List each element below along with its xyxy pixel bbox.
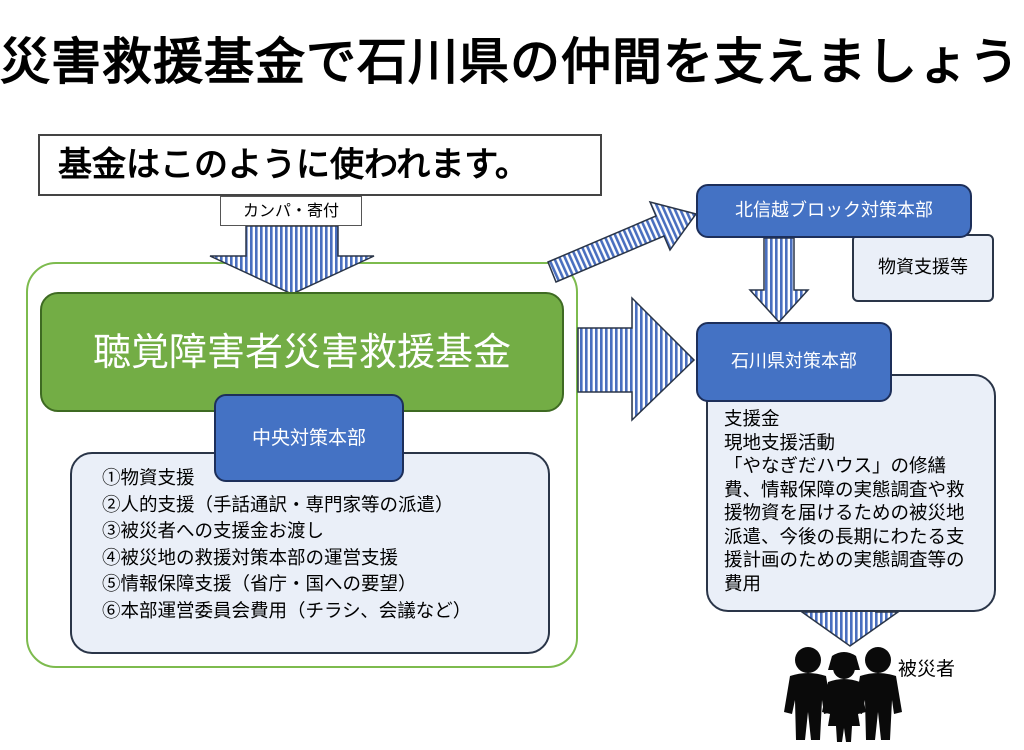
- list-item: 現地支援活動: [724, 432, 836, 454]
- fund-to-block-arrow: [547, 200, 698, 283]
- donation-label: カンパ・寄付: [220, 196, 362, 226]
- block-to-ishikawa-arrow: [748, 237, 810, 324]
- list-item: ④被災地の救援対策本部の運営支援: [102, 547, 399, 569]
- ishikawa-hq-uses-box: [706, 374, 996, 612]
- list-item: ⑥本部運営委員会費用（チラシ、会議など）: [102, 600, 472, 622]
- donation-arrow: [209, 225, 375, 295]
- page-title: 災害救援基金で石川県の仲間を支えましょう！: [0, 33, 1024, 91]
- victims-label: 被災者: [898, 658, 956, 680]
- list-item: ①物資支援: [102, 468, 195, 489]
- list-item: ⑤情報保障支援（省庁・国への要望）: [102, 574, 417, 595]
- central-hq-uses-list: ①物資支援 ②人的支援（手話通訳・専門家等の派遣） ③被災者への支援金お渡し ④…: [102, 466, 471, 625]
- list-item: ②人的支援（手話通訳・専門家等の派遣）: [102, 494, 454, 516]
- ishikawa-hq-box: 石川県対策本部: [696, 322, 892, 402]
- list-item: ③被災者への支援金お渡し: [102, 521, 325, 542]
- central-hq-box: 中央対策本部: [214, 394, 404, 482]
- block-hq-uses-box: 物資支援等: [852, 234, 994, 302]
- subtitle-box: 基金はこのように使われます。: [38, 134, 602, 196]
- fund-to-ishikawa-arrow: [577, 296, 696, 422]
- fund-box: 聴覚障害者災害救援基金: [40, 292, 564, 412]
- block-hq-box: 北信越ブロック対策本部: [696, 184, 972, 238]
- ishikawa-hq-uses-list: 支援金 現地支援活動 「やなぎだハウス」の修繕費、情報保障の実態調査や救援物資を…: [724, 408, 976, 596]
- list-item: 「やなぎだハウス」の修繕費、情報保障の実態調査や救援物資を届けるための被災地派遣…: [724, 456, 965, 595]
- victims-icon: [784, 647, 902, 742]
- list-item: 支援金: [724, 409, 780, 430]
